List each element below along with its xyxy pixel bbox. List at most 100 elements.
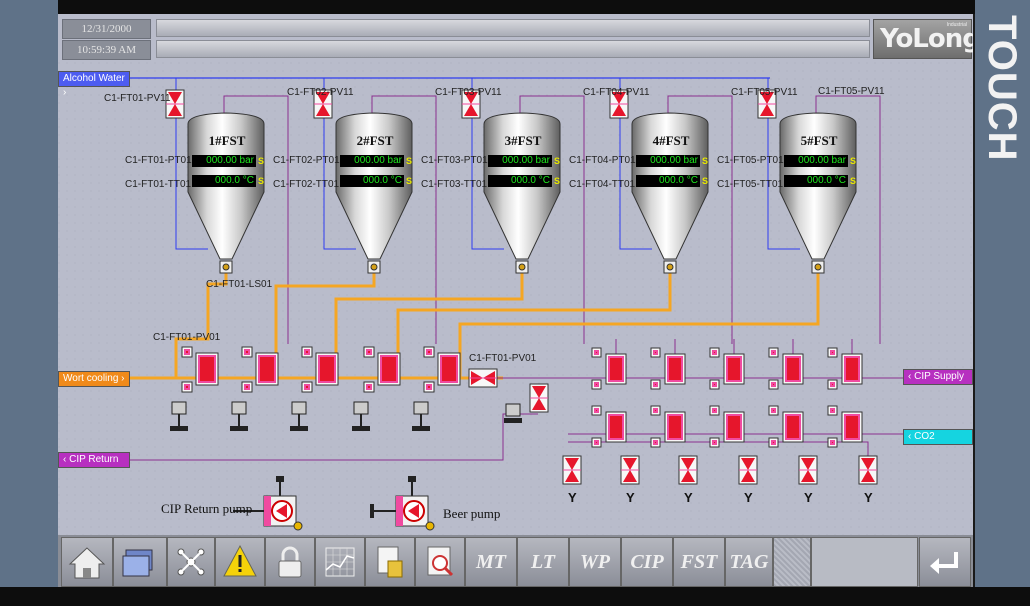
cip-matrix-valve[interactable] (605, 353, 627, 385)
cip-matrix-valve[interactable] (782, 411, 804, 443)
nav-network-button[interactable] (167, 537, 215, 587)
small-sensor-valve[interactable] (591, 437, 602, 448)
small-sensor-valve[interactable] (768, 405, 779, 416)
sample-valve-icon[interactable] (230, 401, 248, 431)
pressure-display[interactable]: 000.00 bar (488, 155, 552, 167)
cip-matrix-valve[interactable] (723, 411, 745, 443)
small-sensor-valve[interactable] (363, 346, 375, 358)
sample-valve-icon[interactable] (352, 401, 370, 431)
pressure-display[interactable]: 000.00 bar (340, 155, 404, 167)
cip-return-pump[interactable] (263, 476, 303, 531)
small-sensor-valve[interactable] (591, 347, 602, 358)
small-sensor-valve[interactable] (423, 381, 435, 393)
small-sensor-valve[interactable] (591, 405, 602, 416)
small-sensor-valve[interactable] (181, 346, 193, 358)
small-sensor-valve[interactable] (650, 379, 661, 390)
tank-top-valve[interactable] (165, 89, 185, 119)
nav-trend-button[interactable] (315, 537, 365, 587)
cip-return-tag[interactable]: ‹ CIP Return (58, 452, 130, 468)
sample-valve-icon[interactable] (290, 401, 308, 431)
outlet-valve[interactable] (562, 455, 582, 485)
wort-manifold-valve[interactable] (315, 352, 339, 386)
nav-alarm-button[interactable] (215, 537, 265, 587)
small-sensor-valve[interactable] (827, 379, 838, 390)
nav-lt-button[interactable]: LT (517, 537, 569, 587)
small-sensor-valve[interactable] (241, 381, 253, 393)
nav-spacer-2 (811, 537, 918, 587)
tank-top-valve[interactable] (757, 89, 777, 119)
small-sensor-valve[interactable] (591, 379, 602, 390)
cip-matrix-valve[interactable] (782, 353, 804, 385)
co2-tag[interactable]: ‹ CO2 (903, 429, 973, 445)
nav-report-button[interactable] (365, 537, 415, 587)
small-sensor-valve[interactable] (709, 379, 720, 390)
small-sensor-valve[interactable] (301, 346, 313, 358)
small-sensor-valve[interactable] (768, 379, 779, 390)
pressure-display[interactable]: 000.00 bar (636, 155, 700, 167)
cip-matrix-valve[interactable] (841, 411, 863, 443)
small-sensor-valve[interactable] (650, 347, 661, 358)
wort-manifold-valve[interactable] (437, 352, 461, 386)
small-sensor-valve[interactable] (363, 381, 375, 393)
beer-pump[interactable] (395, 476, 435, 531)
tank-top-valve[interactable] (313, 89, 333, 119)
outlet-valve[interactable] (798, 455, 818, 485)
wort-cooling-tag[interactable]: Wort cooling › (58, 371, 130, 387)
small-sensor-valve[interactable] (827, 347, 838, 358)
temperature-display[interactable]: 000.0 °C (488, 175, 552, 187)
nav-screens-button[interactable] (113, 537, 167, 587)
nav-fst-button[interactable]: FST (673, 537, 725, 587)
outlet-valve[interactable] (678, 455, 698, 485)
nav-back-button[interactable] (919, 537, 971, 587)
small-sensor-valve[interactable] (301, 381, 313, 393)
cip-supply-tag[interactable]: ‹ CIP Supply (903, 369, 973, 385)
small-sensor-valve[interactable] (423, 346, 435, 358)
cip-return-label: CIP Return (69, 454, 119, 465)
small-sensor-valve[interactable] (709, 405, 720, 416)
temperature-tag-label: C1-FT01-TT01 (125, 179, 192, 190)
cip-matrix-valve[interactable] (664, 411, 686, 443)
pressure-display[interactable]: 000.00 bar (192, 155, 256, 167)
temperature-display[interactable]: 000.0 °C (784, 175, 848, 187)
small-sensor-valve[interactable] (768, 347, 779, 358)
nav-mt-button[interactable]: MT (465, 537, 517, 587)
alcohol-water-tag[interactable]: Alcohol Water › (58, 71, 130, 98)
small-sensor-valve[interactable] (241, 346, 253, 358)
small-sensor-valve[interactable] (768, 437, 779, 448)
nav-login-button[interactable] (265, 537, 315, 587)
nav-tag-button[interactable]: TAG (725, 537, 773, 587)
small-sensor-valve[interactable] (181, 381, 193, 393)
small-sensor-valve[interactable] (827, 437, 838, 448)
cip-matrix-valve[interactable] (605, 411, 627, 443)
sample-valve-icon[interactable] (504, 403, 522, 423)
outlet-valve[interactable] (858, 455, 878, 485)
temperature-display[interactable]: 000.0 °C (340, 175, 404, 187)
nav-search-report-button[interactable] (415, 537, 465, 587)
nav-cip-button[interactable]: CIP (621, 537, 673, 587)
tank-top-valve[interactable] (609, 89, 629, 119)
wort-manifold-valve[interactable] (195, 352, 219, 386)
wort-manifold-valve[interactable] (255, 352, 279, 386)
nav-home-button[interactable] (61, 537, 113, 587)
nav-wp-button[interactable]: WP (569, 537, 621, 587)
sample-valve-icon[interactable] (170, 401, 188, 431)
small-sensor-valve[interactable] (650, 405, 661, 416)
sample-valve-icon[interactable] (412, 401, 430, 431)
temperature-display[interactable]: 000.0 °C (636, 175, 700, 187)
wort-manifold-valve[interactable] (377, 352, 401, 386)
tank-top-valve[interactable] (461, 89, 481, 119)
tank-title: 2#FST (356, 133, 394, 148)
cip-matrix-valve[interactable] (841, 353, 863, 385)
cip-matrix-valve[interactable] (664, 353, 686, 385)
small-sensor-valve[interactable] (827, 405, 838, 416)
wort-cooling-main-valve[interactable] (468, 368, 498, 388)
outlet-valve[interactable] (738, 455, 758, 485)
outlet-valve[interactable] (620, 455, 640, 485)
small-sensor-valve[interactable] (650, 437, 661, 448)
cip-matrix-valve[interactable] (723, 353, 745, 385)
small-sensor-valve[interactable] (709, 437, 720, 448)
small-sensor-valve[interactable] (709, 347, 720, 358)
cip-return-valve[interactable] (529, 383, 549, 413)
temperature-display[interactable]: 000.0 °C (192, 175, 256, 187)
pressure-display[interactable]: 000.00 bar (784, 155, 848, 167)
